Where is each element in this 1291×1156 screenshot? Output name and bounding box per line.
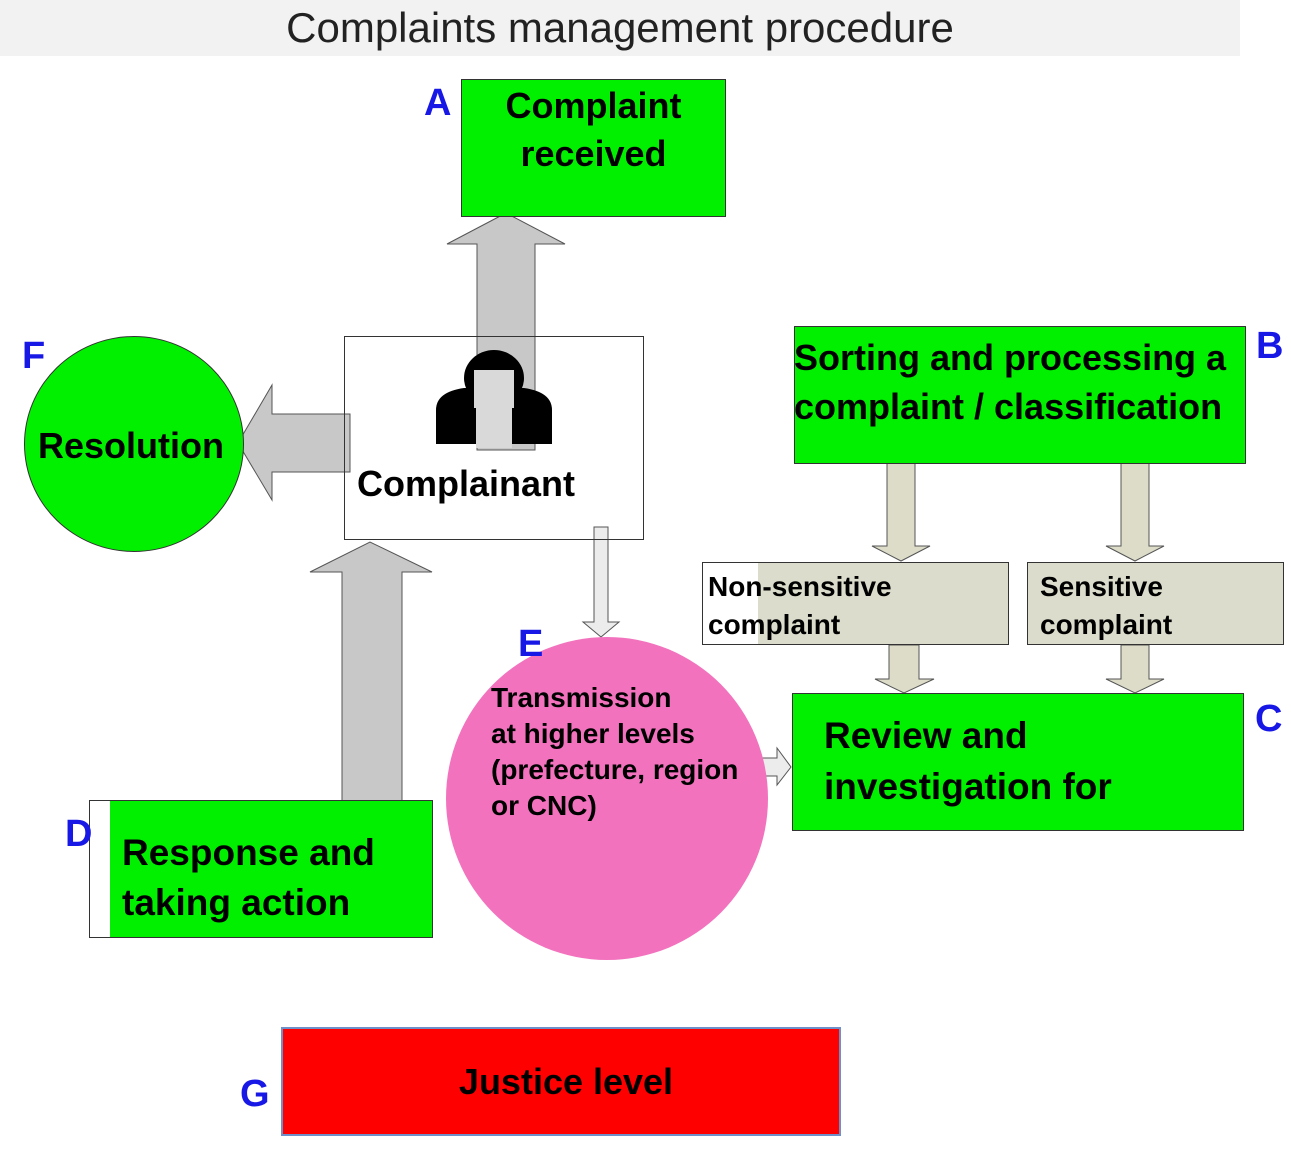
transmission-line1: Transmission bbox=[491, 682, 672, 713]
arrow-to-resolution bbox=[237, 383, 351, 502]
letter-d: D bbox=[65, 813, 93, 855]
complaint-received-line2: received bbox=[520, 133, 667, 174]
review-box bbox=[792, 693, 1244, 831]
sensitive-line2: complaint bbox=[1040, 609, 1173, 640]
resolution-label: Resolution bbox=[38, 425, 224, 466]
letter-b: B bbox=[1256, 325, 1284, 367]
letter-c: C bbox=[1255, 698, 1283, 740]
non-sensitive-line1: Non-sensitive bbox=[708, 571, 892, 602]
sensitive-box bbox=[1027, 562, 1284, 645]
letter-g: G bbox=[240, 1073, 270, 1115]
complaint-received-box: Complaint received bbox=[461, 79, 726, 217]
person-icon bbox=[436, 350, 552, 448]
transmission-line3: (prefecture, region bbox=[491, 754, 739, 785]
page-title: Complaints management procedure bbox=[286, 4, 954, 51]
arrow-sensitive-to-review bbox=[1105, 644, 1165, 694]
sensitive-line1: Sensitive bbox=[1040, 571, 1163, 602]
arrow-to-transmission bbox=[581, 526, 621, 638]
resolution-circle bbox=[24, 336, 244, 552]
review-line2: investigation for bbox=[824, 766, 1112, 807]
sorting-line1: Sorting and processing a bbox=[794, 337, 1227, 378]
transmission-line2: at higher levels bbox=[491, 718, 695, 749]
title-bar bbox=[0, 0, 1240, 56]
transmission-circle bbox=[446, 637, 768, 960]
arrow-nonsensitive-to-review bbox=[874, 644, 935, 694]
non-sensitive-line2: complaint bbox=[708, 609, 841, 640]
transmission-line4: or CNC) bbox=[491, 790, 597, 821]
justice-label: Justice level bbox=[458, 1061, 674, 1102]
sorting-box bbox=[794, 326, 1246, 464]
arrow-to-sensitive bbox=[1105, 462, 1165, 562]
complaint-received-line1: Complaint bbox=[505, 85, 682, 126]
arrow-to-complainant bbox=[309, 541, 433, 802]
non-sensitive-box bbox=[702, 562, 1009, 645]
response-line1: Response and bbox=[122, 832, 375, 873]
complainant-label: Complainant bbox=[357, 463, 576, 504]
response-box bbox=[89, 800, 433, 938]
justice-box bbox=[281, 1027, 841, 1136]
letter-a: A bbox=[424, 82, 452, 124]
letter-f: F bbox=[22, 335, 46, 377]
sorting-line2: complaint / classification bbox=[794, 386, 1223, 427]
letter-e: E bbox=[518, 623, 544, 665]
review-line1: Review and bbox=[824, 715, 1028, 756]
response-line2: taking action bbox=[122, 882, 351, 923]
arrow-to-non-sensitive bbox=[871, 462, 931, 562]
complainant-box bbox=[344, 336, 644, 540]
